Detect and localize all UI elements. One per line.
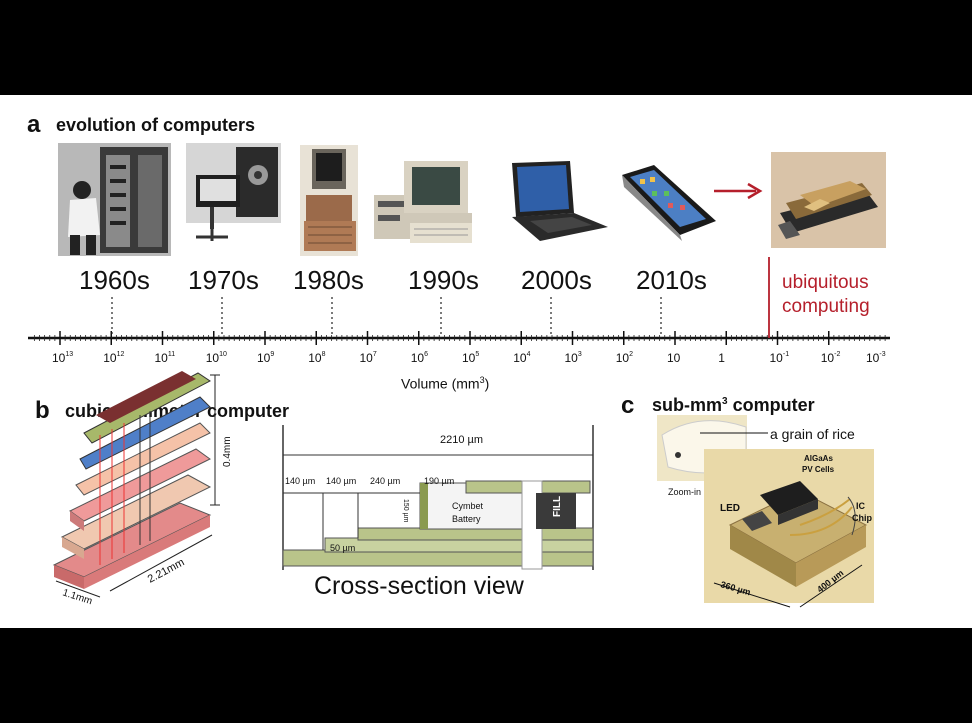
battery-line: Battery — [452, 514, 481, 524]
cross-segment: 140 µm — [285, 476, 315, 486]
zoom-label: Zoom-in — [668, 487, 701, 497]
layer-stack-illustration: 0.4mm 2.21mm 1.1mm 2210 µm 140 µm 140 µm… — [52, 371, 594, 607]
highlight-line: computing — [782, 296, 870, 317]
cross-height: 150 µm — [402, 499, 409, 523]
battery-line: Cymbet — [452, 501, 484, 511]
decade-label: 1990s — [408, 265, 479, 295]
ic-line: Chip — [852, 513, 872, 523]
axis-tick-label: 102 — [616, 351, 633, 365]
decade-label: 2010s — [636, 265, 707, 295]
layer-stack — [52, 371, 212, 589]
decade-label: 1960s — [79, 265, 150, 295]
panel-c-tag: c — [621, 392, 635, 419]
cross-section-diagram — [282, 425, 594, 570]
panel-a-tag: a — [27, 111, 41, 138]
pv-line: AlGaAs — [804, 454, 833, 463]
cross-segment: 240 µm — [370, 476, 400, 486]
cross-bottom: 50 µm — [330, 543, 355, 553]
rice-label: a grain of rice — [770, 426, 855, 442]
axis-tick-label: 109 — [257, 351, 274, 365]
fill-label: FILL — [552, 496, 563, 517]
computer-images — [58, 143, 886, 256]
mm-scale-computer-photo — [771, 152, 886, 248]
axis-tick-label: 106 — [411, 351, 428, 365]
panel-b-tag: b — [35, 397, 50, 424]
personal-computer-photo — [300, 145, 358, 256]
panel-c-title-text: sub-mm — [652, 395, 723, 415]
panel-c-title-end: computer — [727, 395, 815, 415]
axis-tick-label: 107 — [360, 351, 377, 365]
pv-line: PV Cells — [802, 465, 835, 474]
ic-line: IC — [856, 501, 866, 511]
smartphone-photo — [622, 165, 716, 241]
submm-computer-illustration: a grain of rice Zoom-in LED AlGaAs PV Ce… — [657, 415, 874, 608]
desktop-computer-photo — [374, 161, 472, 243]
decade-label: 1970s — [188, 265, 259, 295]
axis-tick-label: 1 — [718, 351, 725, 365]
axis-label: Volume (mm3) — [401, 375, 489, 392]
chip-dim-lines — [713, 564, 863, 608]
minicomputer-photo — [186, 143, 281, 241]
axis-label-exp: 3 — [479, 375, 485, 385]
cross-section-caption: Cross-section view — [314, 572, 524, 600]
chip-photo — [704, 449, 874, 603]
axis-tick-label: 105 — [462, 351, 479, 365]
cross-total: 2210 µm — [440, 434, 483, 446]
decade-label: 2000s — [521, 265, 592, 295]
dimension-lines — [55, 374, 220, 598]
axis-label-end: ) — [484, 375, 490, 392]
panel-a-title: evolution of computers — [56, 115, 256, 135]
axis-label-text: Volume (mm — [401, 375, 480, 392]
cross-segment: 140 µm — [326, 476, 356, 486]
cross-segment: 190 µm — [424, 476, 454, 486]
axis-tick-label: 10 — [667, 351, 681, 365]
ubiquitous-computing-label: ubiquitous computing — [782, 271, 870, 319]
laptop-photo — [512, 161, 608, 241]
axis-tick-label: 104 — [513, 351, 530, 365]
decade-label: 1980s — [293, 265, 364, 295]
axis-tick-label: 108 — [308, 351, 325, 365]
led-label: LED — [720, 503, 740, 514]
figure-panel: a evolution of computers — [0, 95, 972, 628]
panel-c-title-exp: 3 — [722, 396, 728, 407]
arrow-right-icon — [714, 182, 763, 200]
highlight-line: ubiquitous — [782, 272, 869, 293]
axis-tick-label: 103 — [565, 351, 582, 365]
panel-c-title: sub-mm3 computer — [652, 395, 815, 416]
mainframe-photo — [58, 143, 171, 256]
dim-height: 0.4mm — [222, 436, 233, 467]
